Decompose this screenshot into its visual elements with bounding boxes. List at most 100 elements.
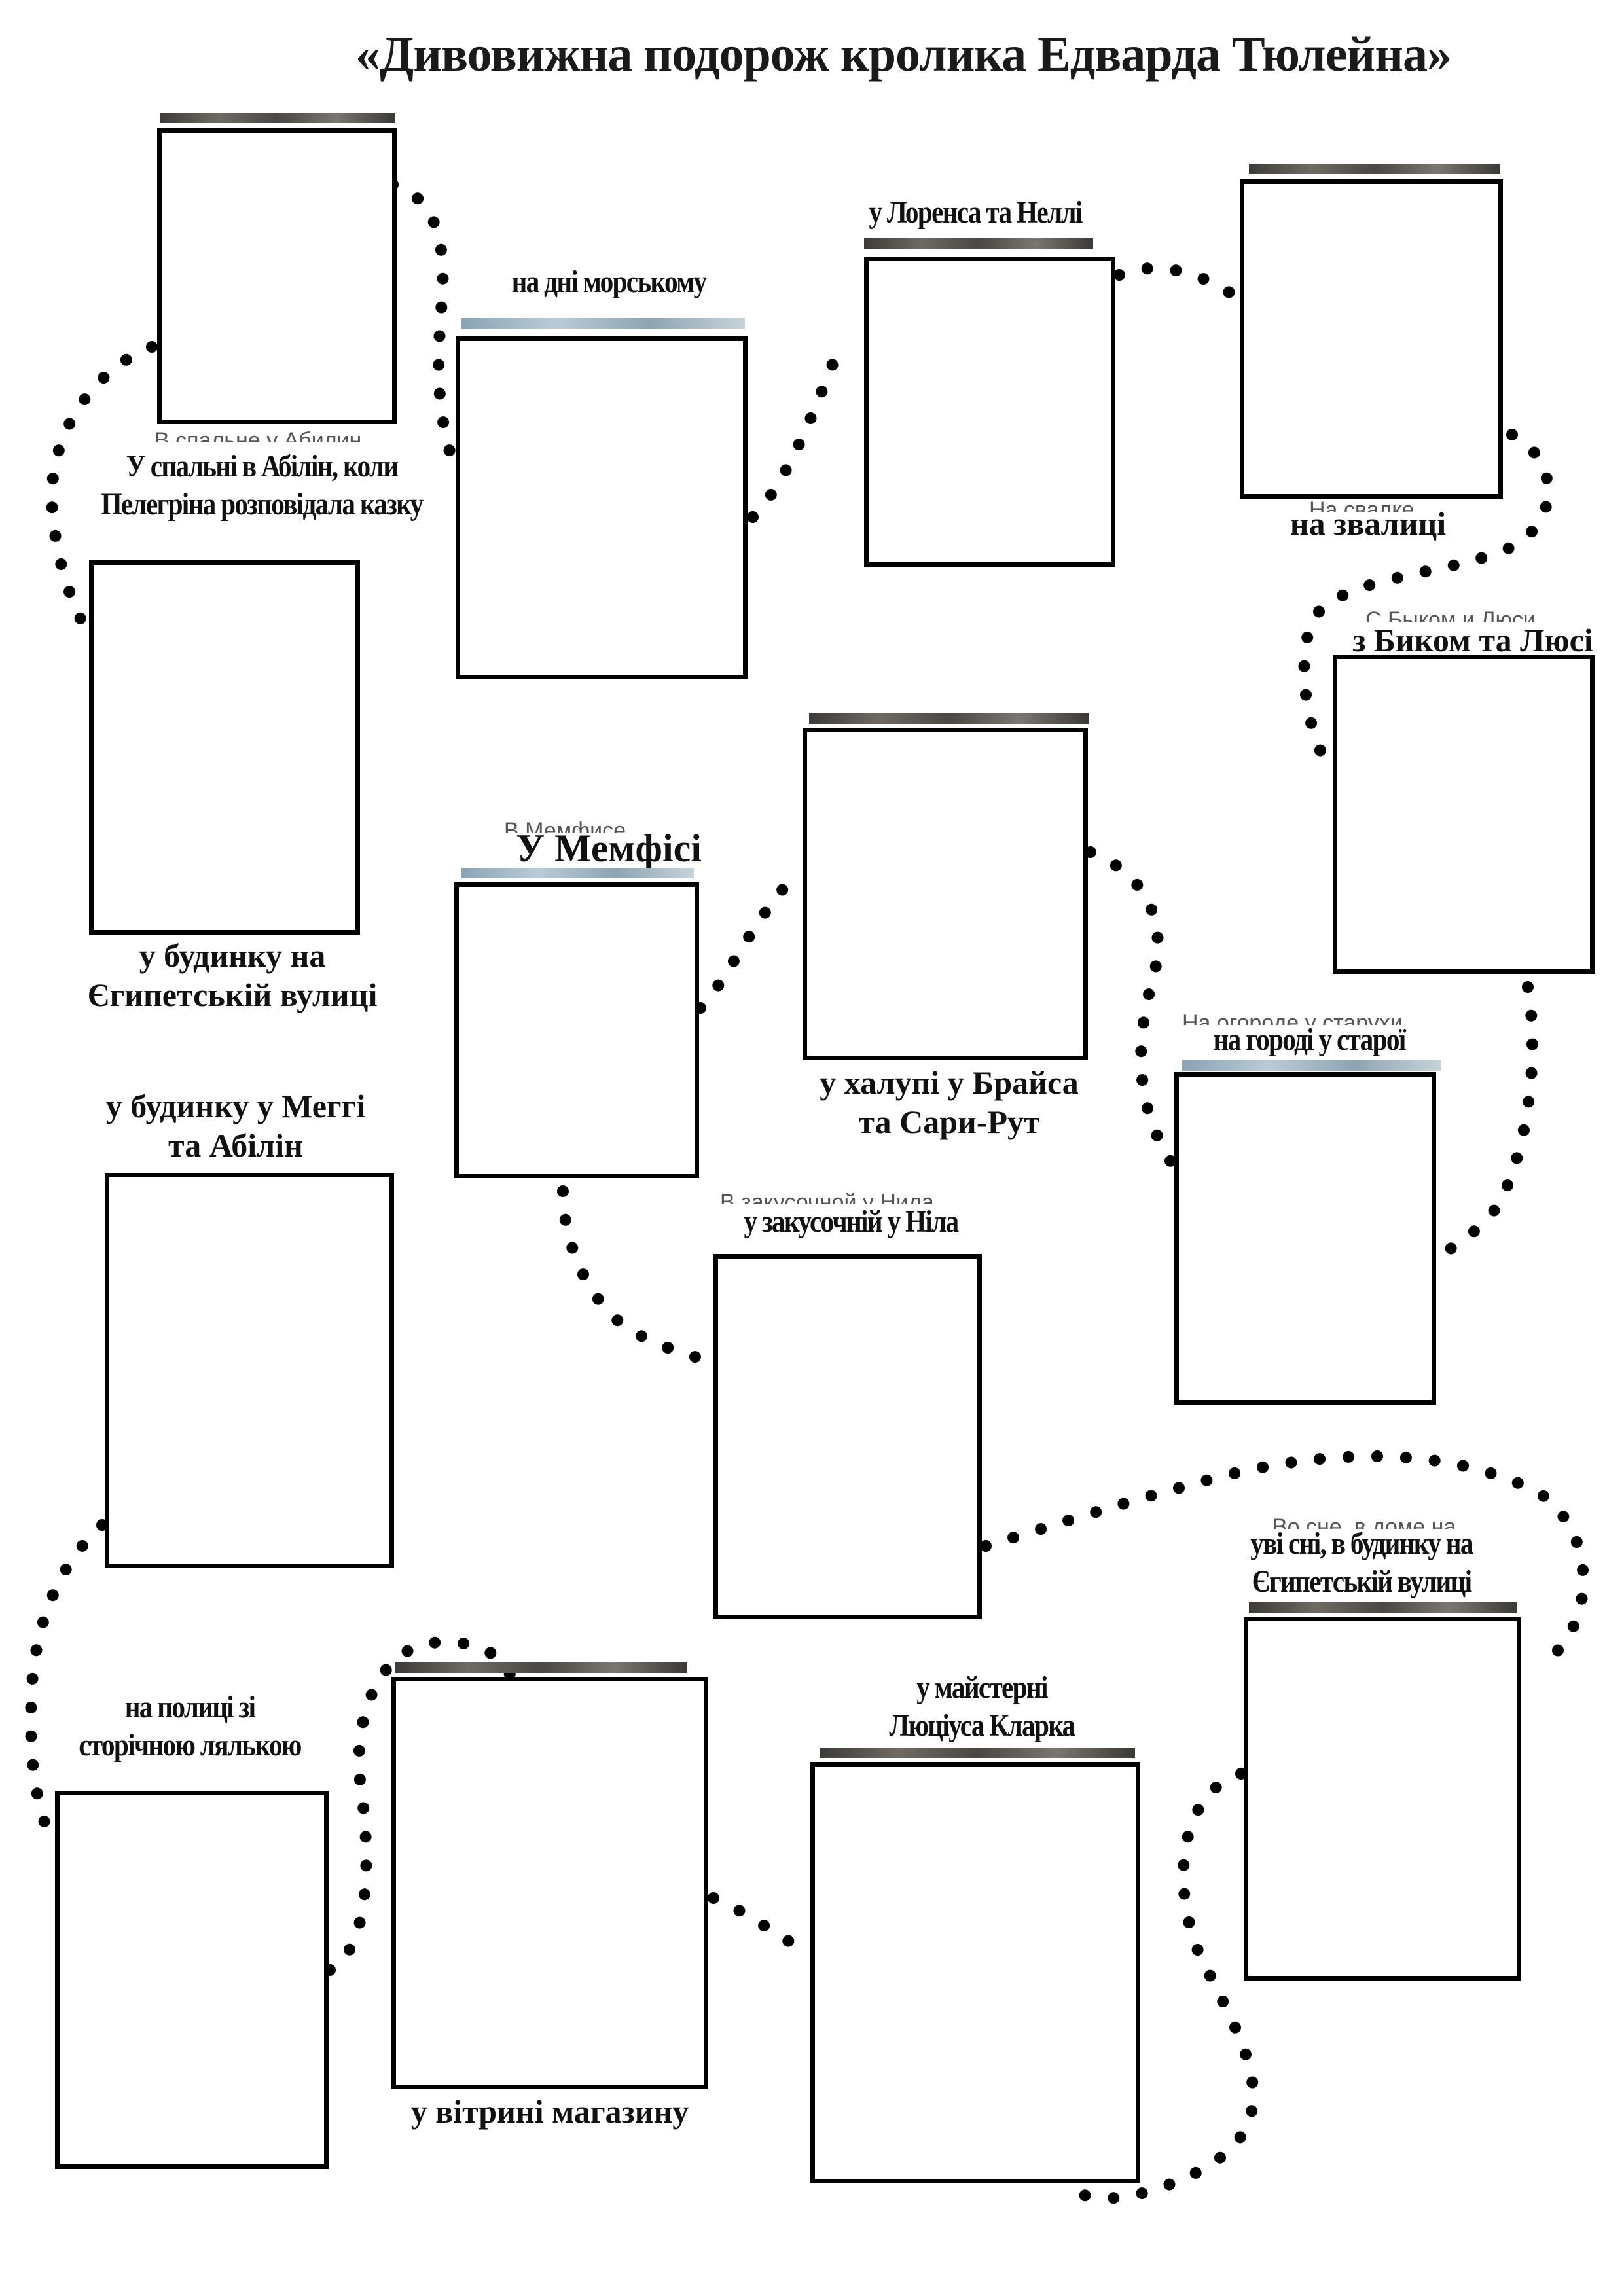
path-dot — [1113, 269, 1125, 281]
path-dot — [733, 1905, 746, 1917]
photo-fragment — [1249, 1602, 1517, 1613]
caption-workshop: у майстерні Люціуса Кларка — [889, 1670, 1075, 1743]
path-dot — [782, 1935, 795, 1947]
path-dot — [1314, 744, 1326, 757]
path-dot — [1007, 1532, 1020, 1544]
path-dot — [60, 1564, 72, 1575]
caption-maggie: у будинку у Меггі та Абілін — [105, 1088, 366, 1164]
path-dot — [1540, 501, 1552, 513]
path-dot — [727, 955, 740, 967]
path-dot — [1210, 1782, 1222, 1794]
path-dot — [1570, 1536, 1583, 1548]
caption-hut: у халупі у Брайса та Сари-Рут — [820, 1064, 1079, 1140]
path-dot — [1522, 981, 1534, 993]
caption-shelf: на полиці зі сторічною лялькою — [79, 1690, 302, 1763]
path-dot — [826, 359, 839, 371]
path-dot — [611, 1314, 624, 1327]
picture-frame-memphis[interactable] — [454, 882, 699, 1178]
path-dot — [359, 1831, 372, 1843]
picture-frame-garden[interactable] — [1174, 1072, 1436, 1405]
path-dot — [980, 1540, 992, 1552]
path-dot — [1488, 1204, 1500, 1217]
picture-frame-byk[interactable] — [1333, 655, 1595, 974]
path-dot — [1229, 2021, 1241, 2034]
path-dot — [592, 1293, 604, 1305]
path-dot — [1285, 1456, 1297, 1469]
path-dot — [1257, 1461, 1269, 1473]
picture-frame-seabed[interactable] — [456, 336, 748, 679]
path-dot — [1189, 2166, 1202, 2179]
path-dot — [759, 906, 771, 919]
path-dot — [1138, 1016, 1149, 1029]
path-dot — [1399, 1451, 1412, 1463]
path-dot — [120, 353, 132, 366]
picture-frame-bedroom[interactable] — [157, 128, 397, 424]
path-dot — [1445, 1242, 1457, 1255]
path-dot — [1163, 2178, 1176, 2191]
picture-frame-hut[interactable] — [803, 728, 1088, 1060]
path-dot — [1110, 859, 1122, 872]
path-dot — [49, 529, 62, 542]
path-dot — [1557, 1511, 1570, 1523]
path-dot — [27, 1759, 39, 1771]
picture-frame-dump[interactable] — [1240, 179, 1503, 499]
path-dot — [1173, 1482, 1185, 1494]
picture-frame-shopwindow[interactable] — [391, 1677, 708, 2089]
caption-byk: з Биком та Люсі — [1352, 622, 1593, 658]
photo-fragment — [461, 868, 694, 878]
path-dot — [1079, 2189, 1091, 2202]
path-dot — [1223, 286, 1235, 298]
path-dot — [52, 444, 65, 457]
path-dot — [1502, 1179, 1513, 1191]
path-dot — [1391, 571, 1403, 584]
path-dot — [577, 1268, 589, 1281]
path-dot — [1419, 565, 1432, 578]
picture-frame-maggie[interactable] — [105, 1173, 394, 1568]
path-dot — [1240, 2048, 1252, 2060]
path-dot — [1146, 903, 1158, 916]
path-dot — [793, 439, 805, 451]
ghost-text-memphis: В Мемфисе — [504, 819, 626, 833]
path-dot — [435, 301, 448, 314]
path-dot — [765, 488, 777, 501]
path-dot — [429, 1636, 441, 1649]
path-dot — [1447, 559, 1460, 571]
ghost-text-dump: На свалке — [1309, 499, 1415, 512]
path-dot — [360, 1859, 372, 1872]
path-dot — [437, 272, 449, 285]
path-dot — [1577, 1564, 1589, 1576]
path-dot — [1090, 1506, 1102, 1518]
path-dot — [1305, 717, 1318, 729]
path-dot — [344, 1943, 355, 1956]
path-dot — [1552, 1644, 1564, 1657]
picture-frame-lorens[interactable] — [864, 257, 1115, 567]
path-dot — [1141, 262, 1153, 275]
ghost-text-byk: С Быком и Люси — [1365, 609, 1536, 622]
path-dot — [146, 341, 158, 353]
path-dot — [458, 1638, 470, 1649]
path-dot — [353, 1744, 365, 1757]
path-dot — [1298, 660, 1310, 672]
path-dot — [1234, 2131, 1246, 2144]
path-dot — [689, 1351, 701, 1363]
caption-memphis: У Мемфісі — [516, 827, 702, 870]
path-dot — [26, 1672, 39, 1685]
picture-frame-egypt-house[interactable] — [89, 560, 360, 935]
path-dot — [37, 1616, 49, 1628]
ghost-text-bedroom: В спальне у Абилин — [154, 429, 362, 442]
path-dot — [1246, 2076, 1259, 2089]
path-dot — [1526, 526, 1538, 538]
picture-frame-shelf[interactable] — [55, 1791, 329, 2169]
path-dot — [1183, 1916, 1195, 1928]
picture-frame-workshop[interactable] — [810, 1762, 1140, 2183]
path-dot — [1191, 1944, 1204, 1956]
path-dot — [1576, 1592, 1588, 1605]
path-dot — [358, 1888, 370, 1901]
path-dot — [1217, 1996, 1229, 2007]
path-dot — [412, 192, 424, 205]
path-dot — [1475, 552, 1488, 564]
picture-frame-diner[interactable] — [713, 1254, 982, 1619]
picture-frame-dream[interactable] — [1244, 1617, 1521, 1981]
path-dot — [74, 612, 86, 624]
path-dot — [1246, 2105, 1258, 2117]
